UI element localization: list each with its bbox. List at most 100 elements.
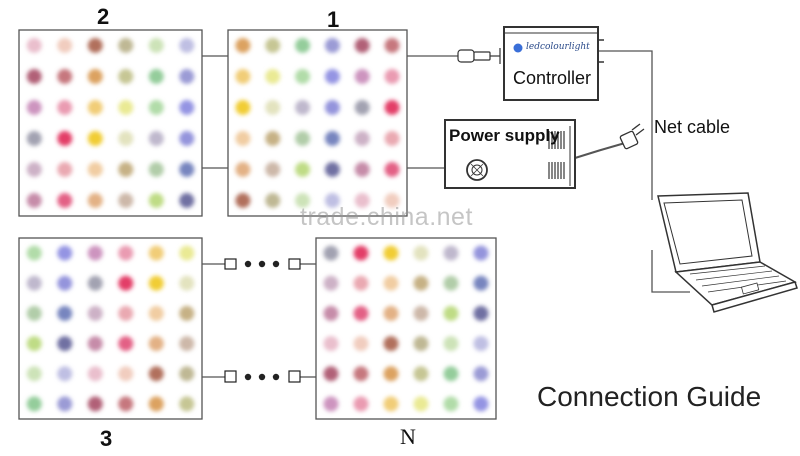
panel-2 bbox=[18, 29, 203, 217]
led-dot bbox=[118, 366, 134, 382]
led-dot bbox=[354, 100, 370, 115]
panel-1-label: 1 bbox=[327, 7, 340, 32]
led-dot bbox=[118, 193, 134, 208]
led-dot bbox=[324, 162, 340, 177]
panel-n-label: N bbox=[400, 424, 416, 449]
connection-guide-title: Connection Guide bbox=[537, 381, 762, 412]
led-dot bbox=[384, 100, 400, 115]
led-dot bbox=[148, 38, 164, 53]
led-dot bbox=[265, 162, 281, 177]
plug-icon bbox=[224, 258, 237, 270]
led-dot bbox=[413, 245, 429, 261]
led-dot bbox=[265, 131, 281, 146]
controller-brand: ledcolourlight bbox=[526, 42, 590, 52]
led-dot bbox=[118, 100, 134, 115]
led-dot bbox=[473, 396, 489, 412]
led-dot bbox=[443, 366, 459, 382]
led-dot bbox=[235, 38, 251, 53]
led-dot bbox=[323, 366, 339, 382]
led-dot bbox=[179, 366, 195, 382]
net-cable-lower bbox=[651, 250, 690, 293]
led-dot bbox=[179, 245, 195, 261]
panel-3 bbox=[18, 237, 203, 420]
led-dot bbox=[118, 336, 134, 352]
led-dot bbox=[323, 275, 339, 291]
led-dot bbox=[118, 69, 134, 84]
cooling-fan-icon bbox=[466, 159, 488, 181]
led-dot bbox=[323, 336, 339, 352]
power-supply-outline bbox=[444, 119, 576, 189]
led-dot bbox=[57, 69, 73, 84]
led-dot bbox=[413, 305, 429, 321]
led-dot bbox=[324, 193, 340, 208]
led-dot bbox=[235, 100, 251, 115]
led-dot bbox=[235, 131, 251, 146]
led-dot bbox=[148, 100, 164, 115]
led-dot bbox=[87, 396, 103, 412]
led-dot bbox=[353, 366, 369, 382]
terminal-block-icon bbox=[548, 131, 565, 179]
led-dot bbox=[324, 69, 340, 84]
led-dot bbox=[118, 275, 134, 291]
led-dot bbox=[87, 366, 103, 382]
power-supply-label: Power supply bbox=[449, 126, 560, 145]
led-dot bbox=[87, 162, 103, 177]
led-dot bbox=[87, 193, 103, 208]
led-dot bbox=[295, 131, 311, 146]
led-dot bbox=[26, 305, 42, 321]
net-cable-upper bbox=[598, 50, 653, 200]
wiring bbox=[202, 50, 690, 378]
led-dot bbox=[443, 305, 459, 321]
panel-1 bbox=[227, 29, 408, 217]
led-dot bbox=[118, 162, 134, 177]
led-dot bbox=[57, 38, 73, 53]
led-dot bbox=[148, 275, 164, 291]
led-dot bbox=[383, 366, 399, 382]
led-dot bbox=[295, 100, 311, 115]
led-dot bbox=[118, 131, 134, 146]
led-dot bbox=[118, 305, 134, 321]
led-dot bbox=[383, 305, 399, 321]
led-dot bbox=[148, 305, 164, 321]
led-dot bbox=[57, 396, 73, 412]
led-dot bbox=[26, 69, 42, 84]
led-dot bbox=[443, 336, 459, 352]
led-dot bbox=[179, 193, 195, 208]
led-dot bbox=[148, 69, 164, 84]
led-dot bbox=[265, 38, 281, 53]
led-dot bbox=[57, 366, 73, 382]
led-dot bbox=[473, 305, 489, 321]
socket-icon bbox=[288, 370, 301, 383]
led-dot bbox=[57, 245, 73, 261]
led-dot bbox=[443, 245, 459, 261]
led-dot bbox=[57, 131, 73, 146]
brand-logo-icon bbox=[513, 43, 523, 53]
led-dot bbox=[413, 366, 429, 382]
led-dot bbox=[413, 396, 429, 412]
led-dot bbox=[26, 396, 42, 412]
ellipsis-dot-icon bbox=[258, 373, 266, 381]
led-dot bbox=[384, 69, 400, 84]
plug-icon bbox=[224, 370, 237, 383]
led-dots bbox=[26, 38, 489, 412]
led-dot bbox=[473, 275, 489, 291]
led-dot bbox=[383, 396, 399, 412]
led-dot bbox=[383, 245, 399, 261]
led-dot bbox=[179, 275, 195, 291]
led-dot bbox=[353, 396, 369, 412]
led-dot bbox=[179, 162, 195, 177]
led-dot bbox=[323, 245, 339, 261]
led-dot bbox=[179, 396, 195, 412]
led-dot bbox=[354, 69, 370, 84]
watermark: trade.china.net bbox=[300, 203, 473, 231]
led-dot bbox=[383, 336, 399, 352]
controller-outline bbox=[503, 26, 599, 101]
led-dot bbox=[179, 336, 195, 352]
led-dot bbox=[148, 366, 164, 382]
led-dot bbox=[354, 193, 370, 208]
laptop-icon bbox=[657, 192, 798, 313]
led-dot bbox=[384, 38, 400, 53]
led-dot bbox=[26, 245, 42, 261]
led-dot bbox=[26, 162, 42, 177]
